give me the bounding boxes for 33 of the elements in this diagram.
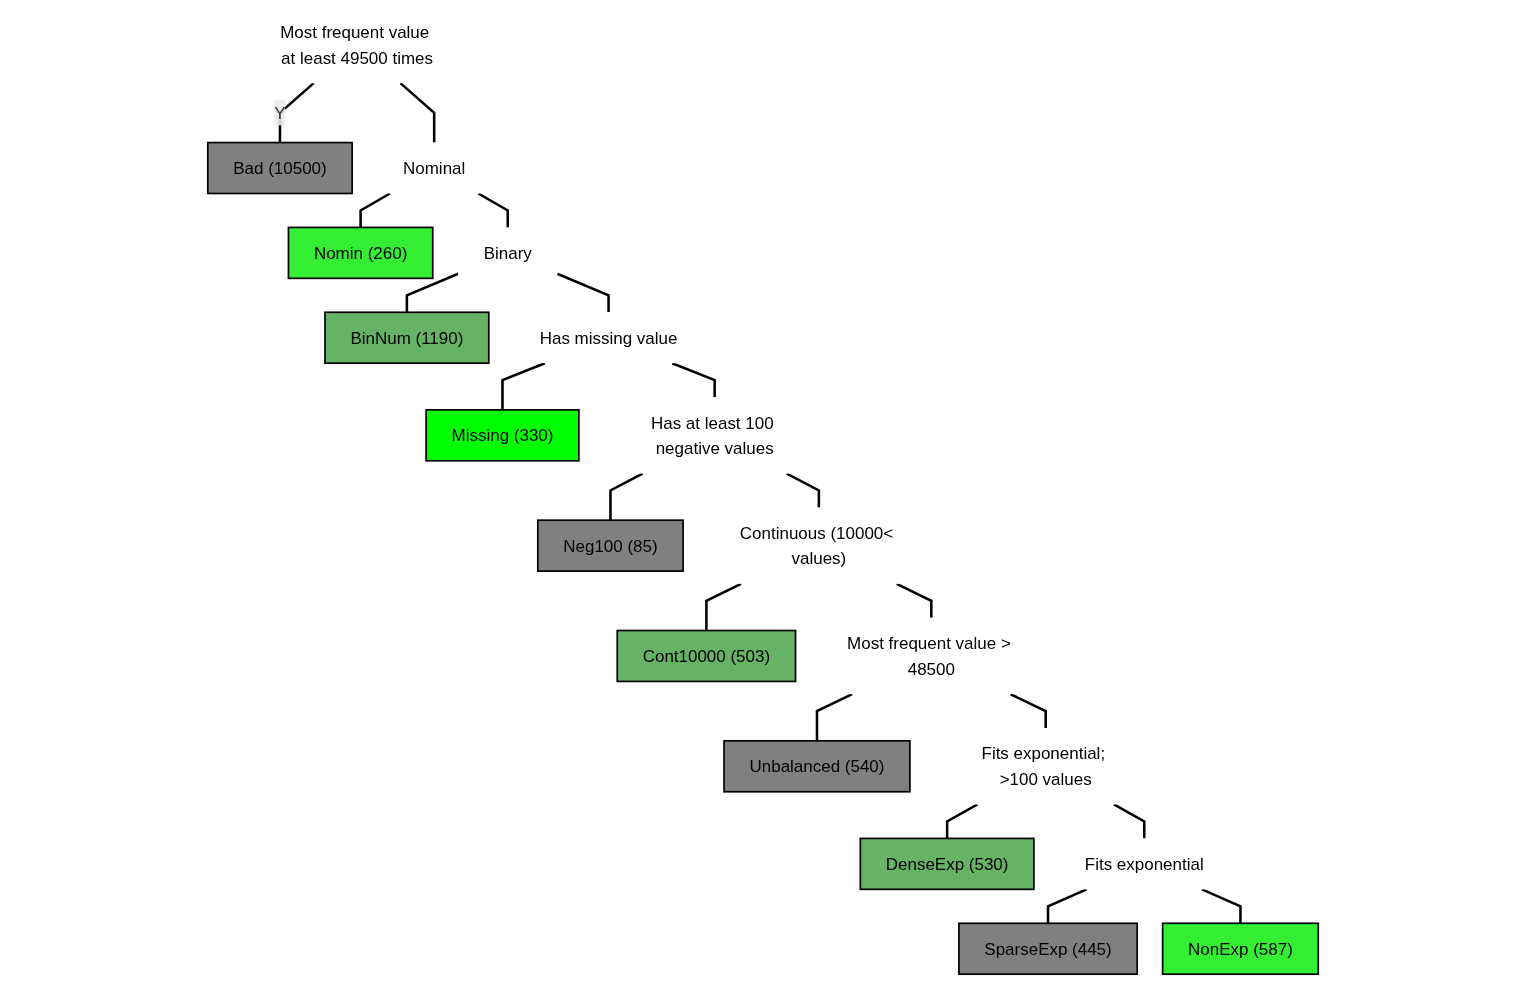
node-text: Fits exponential; >100 values [981,744,1106,789]
node-text: Most frequent value at least 49500 times [280,22,433,68]
node-text: Continuous (10000< values) [739,523,894,568]
edge-label: Y [274,103,286,123]
node-text: Binary [483,243,532,263]
node-box: Nomin (260) [287,226,434,280]
node-box: Cont10000 (503) [616,629,797,683]
connector [786,472,821,508]
connector [359,192,391,228]
node-box: Neg100 (85) [536,519,684,572]
connector [399,82,436,143]
node-box: Bad (10500) [206,141,353,195]
connector [556,272,610,313]
node-box: BinNum (1190) [324,311,490,365]
node-text: Nominal [403,158,466,178]
connector [945,803,979,839]
connector [1201,888,1242,924]
node-box: DenseExp (530) [859,837,1035,891]
connector [896,582,933,618]
connector [405,272,459,313]
node-box: Missing (330) [425,409,580,462]
node-box: Unbalanced (540) [723,740,911,793]
node-box: NonExp (587) [1161,922,1320,976]
node-text: Fits exponential [1084,854,1204,874]
node-text: Has missing value [539,328,678,348]
connector [671,362,716,398]
connector [1113,803,1146,839]
node-text: Most frequent value > 48500 [847,633,1011,679]
connector [1009,693,1047,729]
connector [1046,888,1087,924]
node-box: SparseExp (445) [958,922,1138,976]
connector [477,192,509,228]
node-text: Has at least 100 negative values [650,413,774,458]
